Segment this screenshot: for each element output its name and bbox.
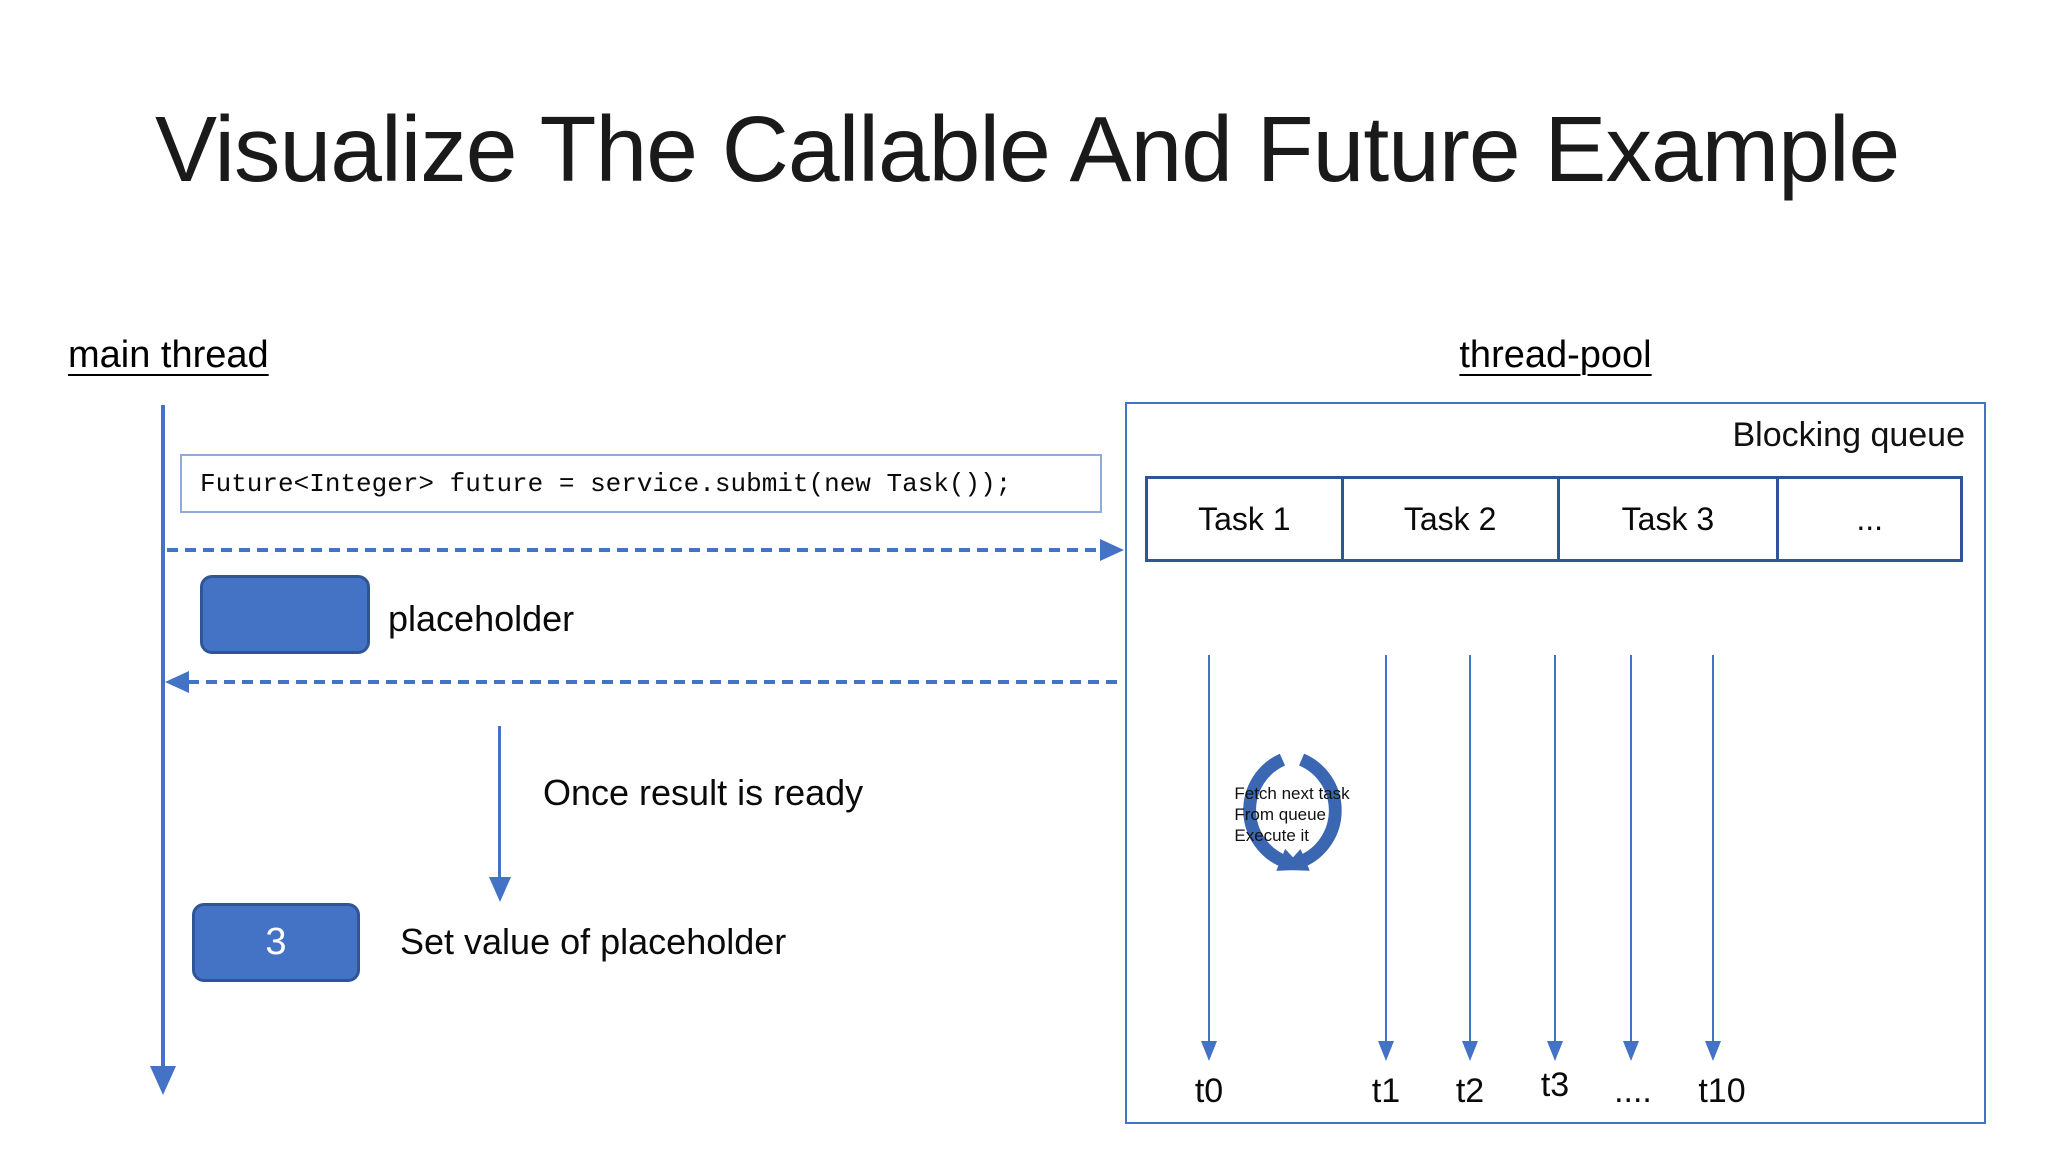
- main-thread-lifeline: [161, 405, 165, 1068]
- result-value: 3: [265, 921, 287, 963]
- thread-arrowhead-down-icon: [1201, 1041, 1217, 1061]
- thread-line-dots: [1630, 655, 1632, 1043]
- placeholder-box: [200, 575, 370, 654]
- set-value-label: Set value of placeholder: [400, 921, 787, 962]
- thread-line-t0: [1208, 655, 1210, 1043]
- thread-arrowhead-down-icon: [1623, 1041, 1639, 1061]
- cycle-text-block: Fetch next task From queue Execute it: [1213, 735, 1371, 893]
- submit-arrowhead-right-icon: [1100, 539, 1124, 561]
- thread-arrowhead-down-icon: [1462, 1041, 1478, 1061]
- thread-pool-box: [1125, 402, 1986, 1124]
- cycle-arrows-icon: [1213, 735, 1371, 893]
- thread-label-t2: t2: [1455, 1072, 1485, 1110]
- slide-title: Visualize The Callable And Future Exampl…: [155, 97, 1900, 201]
- thread-label-t10: t10: [1698, 1072, 1746, 1110]
- placeholder-label: placeholder: [388, 598, 575, 639]
- queue-cell: Task 1: [1198, 500, 1291, 537]
- main-thread-label: main thread: [68, 334, 269, 376]
- thread-pool-label: thread-pool: [1459, 334, 1652, 376]
- cycle-text-line: Fetch next task: [1234, 783, 1350, 803]
- code-box: Future<Integer> future = service.submit(…: [180, 454, 1102, 513]
- lifeline-arrowhead-down-icon: [150, 1066, 176, 1095]
- blocking-queue-label: Blocking queue: [1732, 416, 1965, 454]
- cycle-text-line: Execute it: [1234, 825, 1310, 845]
- thread-label-t1: t1: [1371, 1072, 1401, 1110]
- thread-label-t0: t0: [1194, 1072, 1224, 1110]
- thread-label-dots: ....: [1614, 1072, 1652, 1110]
- once-ready-arrow: [498, 726, 501, 879]
- cycle-arrows-svg: [1243, 753, 1342, 871]
- thread-line-t2: [1469, 655, 1471, 1043]
- thread-line-t10: [1712, 655, 1714, 1043]
- thread-arrowhead-down-icon: [1547, 1041, 1563, 1061]
- queue-cell: Task 3: [1556, 479, 1777, 559]
- thread-line-t1: [1385, 655, 1387, 1043]
- result-value-box: 3: [192, 903, 360, 982]
- once-ready-label: Once result is ready: [543, 772, 864, 813]
- thread-arrowhead-down-icon: [1705, 1041, 1721, 1061]
- return-arrowhead-left-icon: [165, 671, 189, 693]
- return-dashed-arrow: [188, 680, 1124, 684]
- blocking-queue-table: Task 1 Task 2 Task 3 ...: [1145, 476, 1963, 562]
- queue-cell: Task 2: [1340, 479, 1557, 559]
- thread-line-t3: [1554, 655, 1556, 1043]
- queue-cell: ...: [1776, 479, 1960, 559]
- thread-label-t3: t3: [1540, 1066, 1570, 1104]
- cycle-text-line: From queue: [1234, 804, 1327, 824]
- code-text: Future<Integer> future = service.submit(…: [200, 468, 1012, 499]
- thread-arrowhead-down-icon: [1378, 1041, 1394, 1061]
- once-ready-arrowhead-down-icon: [489, 877, 511, 902]
- submit-dashed-arrow: [167, 548, 1101, 552]
